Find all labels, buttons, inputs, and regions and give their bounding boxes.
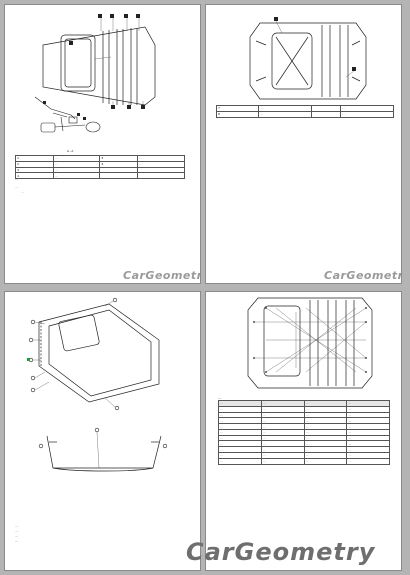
legend-row: 8…… — [215, 110, 394, 118]
legend-table: 1…5… 2…6… 3… 4… — [15, 155, 185, 180]
table-cell: … — [218, 440, 262, 448]
legend-cell: 7 — [215, 105, 260, 112]
procedure-note: … — [15, 177, 19, 181]
dimension-table: … … … … ………… ………… ………… ………… ………… ………… ……… — [218, 400, 390, 465]
table-cell: … — [303, 417, 348, 425]
table-cell: … — [260, 446, 305, 454]
view-label: A - A — [67, 149, 74, 153]
legend-row: 4… — [15, 172, 185, 180]
table-cell: … — [218, 417, 262, 425]
legend-cell: … — [340, 105, 394, 112]
table-cell: … — [346, 405, 390, 413]
table-cell: … — [260, 411, 305, 419]
table-row: ………… — [218, 428, 390, 436]
table-cell: … — [260, 440, 305, 448]
table-cell: … — [303, 405, 348, 413]
table-row: ………… — [218, 440, 390, 448]
legend-cell: … — [258, 110, 313, 118]
header-cell: … — [260, 400, 305, 407]
table-header-row: … … … … — [218, 400, 390, 407]
legend-cell: … — [340, 110, 394, 118]
header-cell: … — [303, 400, 348, 407]
table-row: ………… — [218, 423, 390, 430]
table-cell: … — [218, 446, 262, 454]
table-row: ………… — [218, 446, 390, 454]
table-row: ………… — [218, 452, 390, 459]
caution-label: … — [15, 185, 19, 189]
table-cell: … — [346, 423, 390, 430]
caution-note: … — [21, 190, 25, 194]
table-cell: … — [346, 434, 390, 442]
table-cell: … — [260, 457, 305, 465]
watermark: CarGeometry.Ru — [324, 269, 402, 282]
table-cell: … — [260, 434, 305, 442]
legend-cell: … — [258, 105, 313, 112]
table-cell: … — [303, 411, 348, 419]
table-row: ………… — [218, 417, 390, 425]
table-cell: … — [218, 434, 262, 442]
header-cell: … — [218, 400, 262, 407]
manual-page-4: … … … … … ………… ………… ………… ………… ………… ………… … — [205, 291, 402, 571]
table-cell: … — [346, 452, 390, 459]
legend-row: 7…… — [215, 105, 394, 112]
manual-page-2: 7…… 8…… CarGeometry.Ru — [205, 4, 402, 284]
install-note: … — [15, 524, 19, 528]
table-cell: … — [303, 446, 348, 454]
table-cell: … — [218, 405, 262, 413]
table-cell: … — [260, 405, 305, 413]
table-cell: … — [260, 417, 305, 425]
table-row: ………… — [218, 434, 390, 442]
table-cell: … — [218, 428, 262, 436]
table-cell: … — [346, 446, 390, 454]
table-cell: … — [346, 428, 390, 436]
roof-diagram-top — [34, 14, 156, 133]
install-note: … — [15, 539, 19, 543]
header-cell: … — [346, 400, 390, 407]
table-cell: … — [260, 428, 305, 436]
watermark: CarGeometry.Ru — [123, 269, 201, 282]
roof-dimension-diagram — [247, 297, 373, 389]
table-cell: … — [260, 452, 305, 459]
legend-cell: 8 — [215, 110, 260, 118]
legend-table: 7…… 8…… — [215, 105, 394, 118]
table-cell: … — [218, 423, 262, 430]
table-cell: … — [303, 428, 348, 436]
manual-page-3: … … … … — [4, 291, 201, 571]
table-cell: … — [303, 434, 348, 442]
table-row: ………… — [218, 405, 390, 413]
table-cell: … — [346, 417, 390, 425]
table-row: ………… — [218, 411, 390, 419]
table-cell: … — [303, 423, 348, 430]
table-cell: … — [346, 457, 390, 465]
table-cell: … — [346, 411, 390, 419]
table-title: … — [218, 396, 221, 400]
roof-diagram-underside — [249, 17, 367, 100]
table-cell: … — [218, 411, 262, 419]
table-cell: … — [218, 457, 262, 465]
roof-diagram-seal — [27, 297, 168, 472]
table-row: ………… — [218, 457, 390, 465]
table-cell: … — [303, 452, 348, 459]
manual-page-1: A - A 1…5… 2…6… 3… 4… … … … CarGeometry.… — [4, 4, 201, 284]
table-cell: … — [303, 440, 348, 448]
table-cell: … — [303, 457, 348, 465]
table-cell: … — [346, 440, 390, 448]
install-note: … — [15, 534, 19, 538]
watermark-large: CarGeometry — [186, 538, 376, 566]
table-cell: … — [260, 423, 305, 430]
legend-cell — [311, 110, 342, 118]
table-cell: … — [218, 452, 262, 459]
legend-cell — [137, 172, 185, 180]
legend-cell: … — [52, 172, 101, 180]
install-note: … — [15, 529, 19, 533]
